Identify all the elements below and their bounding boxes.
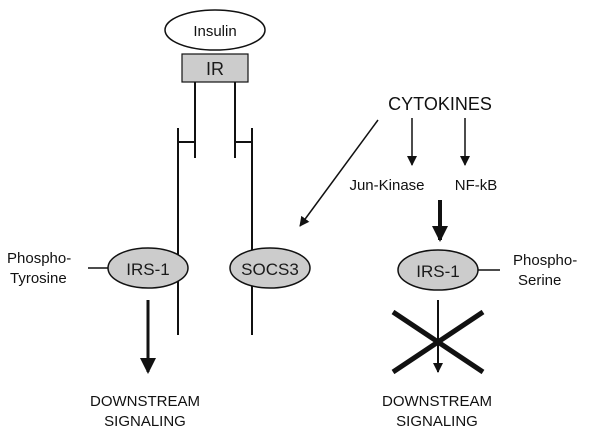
- phospho-serine-label-line1: Phospho-: [513, 252, 577, 269]
- phospho-tyrosine-label-line1: Phospho-: [7, 250, 71, 267]
- irs1-right-label: IRS-1: [416, 262, 459, 281]
- insulin-ellipse: [164, 9, 266, 51]
- ir-box: [181, 53, 249, 83]
- phospho-tyrosine-label-line2: Tyrosine: [10, 270, 67, 287]
- downstream-left-line1: DOWNSTREAM: [90, 393, 200, 410]
- cytokines-to-socs3-arrow: [299, 119, 379, 227]
- socs3-node: SOCS3: [229, 247, 311, 289]
- insulin-label: Insulin: [193, 23, 236, 40]
- cytokines-label: CYTOKINES: [388, 94, 492, 114]
- irs1-left-label: IRS-1: [126, 260, 169, 279]
- ir-label: IR: [206, 59, 224, 79]
- irs1-right-node: IRS-1: [397, 249, 479, 291]
- downstream-right-line1: DOWNSTREAM: [382, 393, 492, 410]
- socs3-label: SOCS3: [241, 260, 299, 279]
- irs1-left-node: IRS-1: [107, 247, 189, 289]
- downstream-right-line2: SIGNALING: [396, 413, 478, 430]
- jun-kinase-label: Jun-Kinase: [349, 177, 424, 194]
- insulin-node: Insulin: [164, 9, 266, 51]
- phospho-serine-label-line2: Serine: [518, 272, 561, 289]
- nfkb-label: NF-kB: [455, 177, 498, 194]
- ir-node: IR: [181, 53, 249, 83]
- downstream-left-line2: SIGNALING: [104, 413, 186, 430]
- block-x-stroke-2: [391, 309, 485, 375]
- socs3-ellipse: [229, 247, 311, 289]
